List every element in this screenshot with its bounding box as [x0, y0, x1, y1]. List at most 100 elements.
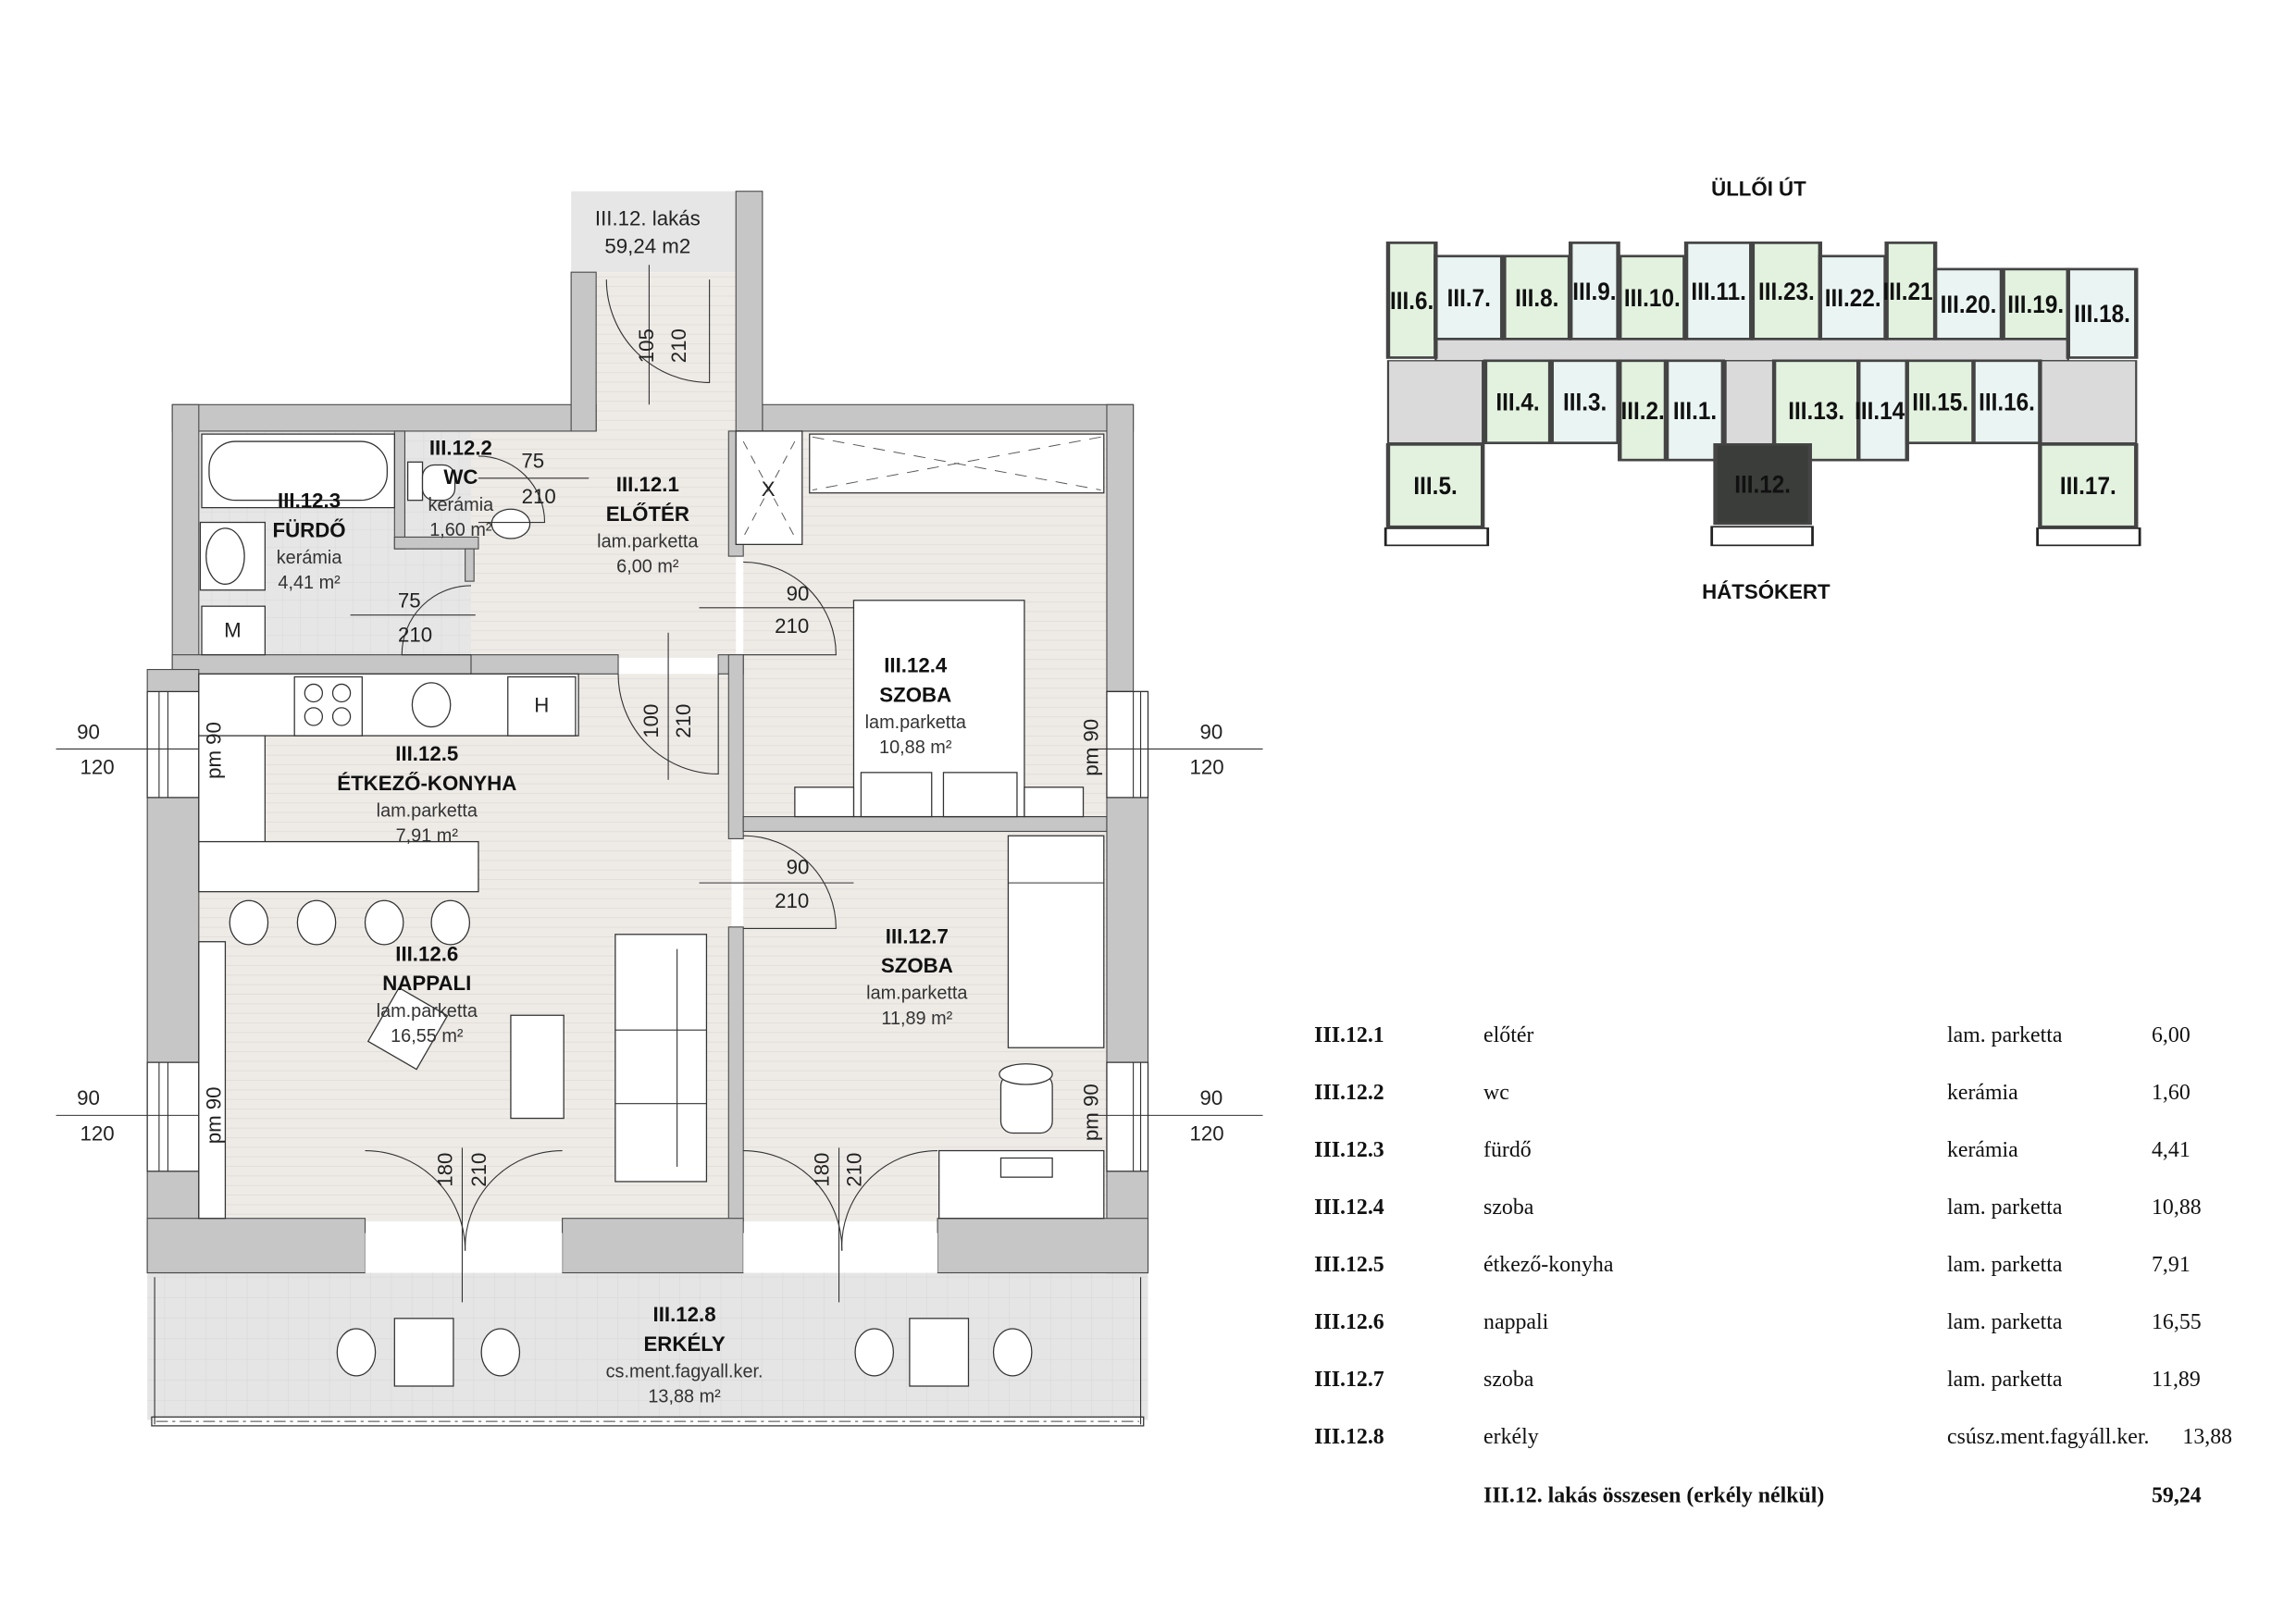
bathtub: [201, 433, 395, 509]
key-unit-label: III.6.: [1390, 288, 1433, 315]
row-floor: lam. parketta: [1947, 1310, 2063, 1334]
row-code: III.12.5: [1314, 1253, 1384, 1277]
room-name: SZOBA: [881, 954, 953, 977]
room-id: III.12.8: [653, 1303, 716, 1326]
row-area: 6,00: [2152, 1023, 2191, 1047]
key-unit: [1385, 242, 1438, 359]
single-bed: [1007, 835, 1105, 1048]
room-floor-material: lam.parketta: [597, 532, 699, 552]
window-1-height: 120: [81, 755, 115, 778]
window-4-parapet: pm 90: [1079, 1084, 1102, 1141]
key-unit-label: III.20.: [1941, 291, 1997, 318]
key-unit-label: III.22.: [1825, 285, 1881, 312]
key-unit-label: III.4.: [1496, 390, 1539, 416]
key-unit: [1683, 242, 1754, 341]
room-id: III.12.6: [395, 942, 458, 965]
apartment-floor-plan: M H: [56, 191, 1263, 1427]
apartment-area: 59,24 m2: [604, 235, 690, 258]
key-unit-label: III.1.: [1673, 398, 1717, 425]
row-code: III.12.6: [1314, 1310, 1384, 1334]
room-name: SZOBA: [879, 684, 951, 707]
wardrobe-vestibule: [735, 430, 803, 546]
key-unit-label: III.11.: [1691, 279, 1745, 305]
door-1-width: 105: [635, 328, 658, 363]
room-floor-material: cs.ment.fagyall.ker.: [606, 1361, 763, 1381]
key-unit-label: III.10.: [1624, 285, 1681, 312]
row-name: szoba: [1483, 1368, 1534, 1392]
row-name: fürdő: [1483, 1138, 1532, 1162]
door-3-height: 210: [398, 623, 432, 646]
key-unit: [1971, 359, 2042, 445]
key-unit-label: III.7.: [1447, 285, 1491, 312]
row-floor: lam. parketta: [1947, 1253, 2063, 1277]
window-1-width: 90: [77, 720, 100, 743]
key-stair: [1724, 360, 1776, 446]
key-unit-label: III.5.: [1413, 473, 1457, 500]
row-floor: lam. parketta: [1947, 1023, 2063, 1047]
row-name: étkező-konyha: [1483, 1253, 1614, 1277]
room-id: III.12.1: [616, 473, 679, 496]
key-unit-label: III.16.: [1979, 390, 2035, 416]
window-2-width: 90: [77, 1086, 100, 1109]
door-swings: [350, 265, 938, 1303]
row-floor: lam. parketta: [1947, 1196, 2063, 1220]
row-area: 13,88: [2182, 1425, 2232, 1449]
key-unit: [2066, 267, 2139, 359]
row-code: III.12.4: [1314, 1196, 1384, 1220]
row-code: III.12.7: [1314, 1368, 1384, 1392]
room-area: 1,60 m²: [429, 520, 492, 540]
key-plan-drawing: III.6.III.7.III.8.III.9.III.10.III.11.II…: [1384, 242, 2141, 547]
row-area: 16,55: [2152, 1310, 2202, 1334]
key-unit: [1932, 267, 2004, 341]
total-label: III.12. lakás összesen (erkély nélkül): [1483, 1484, 1824, 1508]
room-floor-material: kerámia: [428, 495, 495, 515]
wardrobe-marker: X: [762, 477, 776, 501]
fridge-label: H: [534, 694, 549, 717]
entrance-label-area: [571, 191, 737, 273]
key-corridor: [1434, 338, 2069, 362]
key-unit: [1905, 359, 1976, 445]
apartment-title: III.12. lakás: [595, 206, 701, 229]
room-name: FÜRDŐ: [273, 518, 346, 541]
kitchen-island: [198, 840, 479, 893]
door-8-width: 180: [810, 1153, 833, 1187]
room-floor-material: lam.parketta: [377, 801, 478, 822]
walls: [146, 191, 1149, 1274]
key-unit: [1818, 254, 1888, 341]
wc-sink: [490, 508, 531, 539]
room-name: WC: [443, 465, 478, 489]
wardrobe-room-4: [809, 433, 1105, 494]
window-dimensions: 90 120 pm 90 90 120 pm 90 90 120 pm 90 9…: [77, 719, 1223, 1146]
balcony-railing: [151, 1277, 1145, 1427]
row-name: szoba: [1483, 1196, 1534, 1220]
room-id: III.12.4: [884, 654, 948, 677]
row-area: 11,89: [2152, 1368, 2201, 1392]
row-area: 4,41: [2152, 1138, 2191, 1162]
row-name: előtér: [1483, 1023, 1533, 1047]
key-unit-label: III.3.: [1563, 390, 1607, 416]
door-4-width: 90: [787, 582, 810, 605]
desk: [938, 1149, 1105, 1220]
key-gray-right: [2039, 360, 2138, 444]
door-2-width: 75: [521, 450, 544, 473]
row-code: III.12.2: [1314, 1081, 1384, 1105]
door-6-width: 90: [787, 856, 810, 879]
key-balcony-17: [2036, 527, 2141, 547]
room-floor-material: lam.parketta: [866, 984, 968, 1004]
window-3-height: 120: [1190, 755, 1224, 778]
coffee-table: [510, 1014, 565, 1120]
room-floor-material: lam.parketta: [865, 712, 967, 733]
toilet: [406, 461, 456, 502]
window-3-parapet: pm 90: [1079, 719, 1102, 776]
door-3-width: 75: [398, 589, 421, 613]
room-area: 16,55 m²: [391, 1026, 464, 1047]
row-name: erkély: [1483, 1425, 1539, 1449]
balcony-furniture: [336, 1318, 1033, 1387]
window-4-width: 90: [1200, 1086, 1223, 1109]
key-balcony-5: [1384, 527, 1490, 547]
